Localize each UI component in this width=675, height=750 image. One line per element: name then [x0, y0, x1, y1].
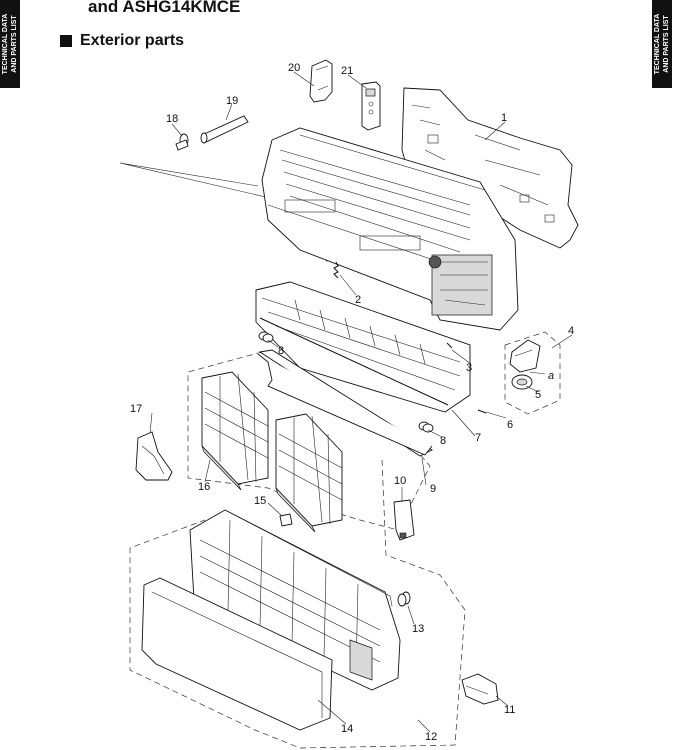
label-1: 1: [501, 112, 507, 124]
label-11: 11: [504, 704, 515, 716]
label-6: 6: [507, 419, 513, 431]
label-17: 17: [130, 403, 142, 415]
part-4-motor-bracket: [509, 339, 541, 373]
part-15-screw-cap: [279, 513, 293, 527]
front-group-outline: [129, 459, 466, 749]
label-9: 9: [430, 483, 436, 495]
label-14: 14: [341, 723, 353, 735]
page-title: and ASHG14KMCE: [88, 0, 241, 16]
part-8-bushing-top: [258, 331, 274, 343]
part-17-side-bracket: [135, 431, 173, 481]
motor-group-outline: [504, 331, 561, 415]
part-14-intake-grille: [141, 577, 333, 731]
label-16: 16: [198, 481, 210, 493]
label-13: 13: [412, 623, 424, 635]
part-10-terminal-cover: [393, 499, 415, 541]
label-8-top: 8: [278, 345, 284, 357]
part-3-pin: [446, 342, 453, 349]
filter-group-outline: [187, 351, 431, 531]
part-18-drain-cap: [175, 133, 189, 151]
label-20: 20: [288, 62, 300, 74]
part-8-bushing-bottom: [418, 421, 434, 433]
part-16-air-filter-right: [275, 413, 343, 533]
label-8-bottom: 8: [440, 435, 446, 447]
label-19: 19: [226, 95, 238, 107]
part-6-pin: [477, 409, 487, 414]
part-12-front-panel: [189, 509, 401, 691]
part-16-air-filter-left: [201, 371, 269, 491]
part-13-screw-cover: [397, 591, 411, 607]
label-15: 15: [254, 495, 266, 507]
label-2: 2: [355, 294, 361, 306]
main-chassis: [261, 127, 519, 331]
part-20-remote-holder: [309, 59, 333, 103]
part-7-louver-assembly: [255, 281, 471, 413]
part-21-remote-control: [361, 81, 381, 131]
label-18: 18: [166, 113, 178, 125]
part-19-drain-hose: [200, 115, 249, 144]
section-heading: Exterior parts: [60, 32, 184, 50]
label-10: 10: [394, 475, 406, 487]
part-5-motor: [511, 374, 533, 390]
leader-lines: [149, 71, 573, 733]
label-12: 12: [425, 731, 437, 743]
square-bullet-icon: [60, 35, 72, 47]
part-9-horizontal-flap: [257, 349, 433, 457]
label-5: 5: [535, 389, 541, 401]
part-11-lower-bracket: [461, 673, 499, 705]
label-7: 7: [475, 432, 481, 444]
part-2-spring: [333, 261, 339, 279]
section-heading-text: Exterior parts: [80, 32, 185, 49]
label-3: 3: [466, 362, 472, 374]
label-21: 21: [341, 65, 353, 77]
label-a: a: [548, 370, 554, 382]
label-4: 4: [568, 325, 574, 337]
